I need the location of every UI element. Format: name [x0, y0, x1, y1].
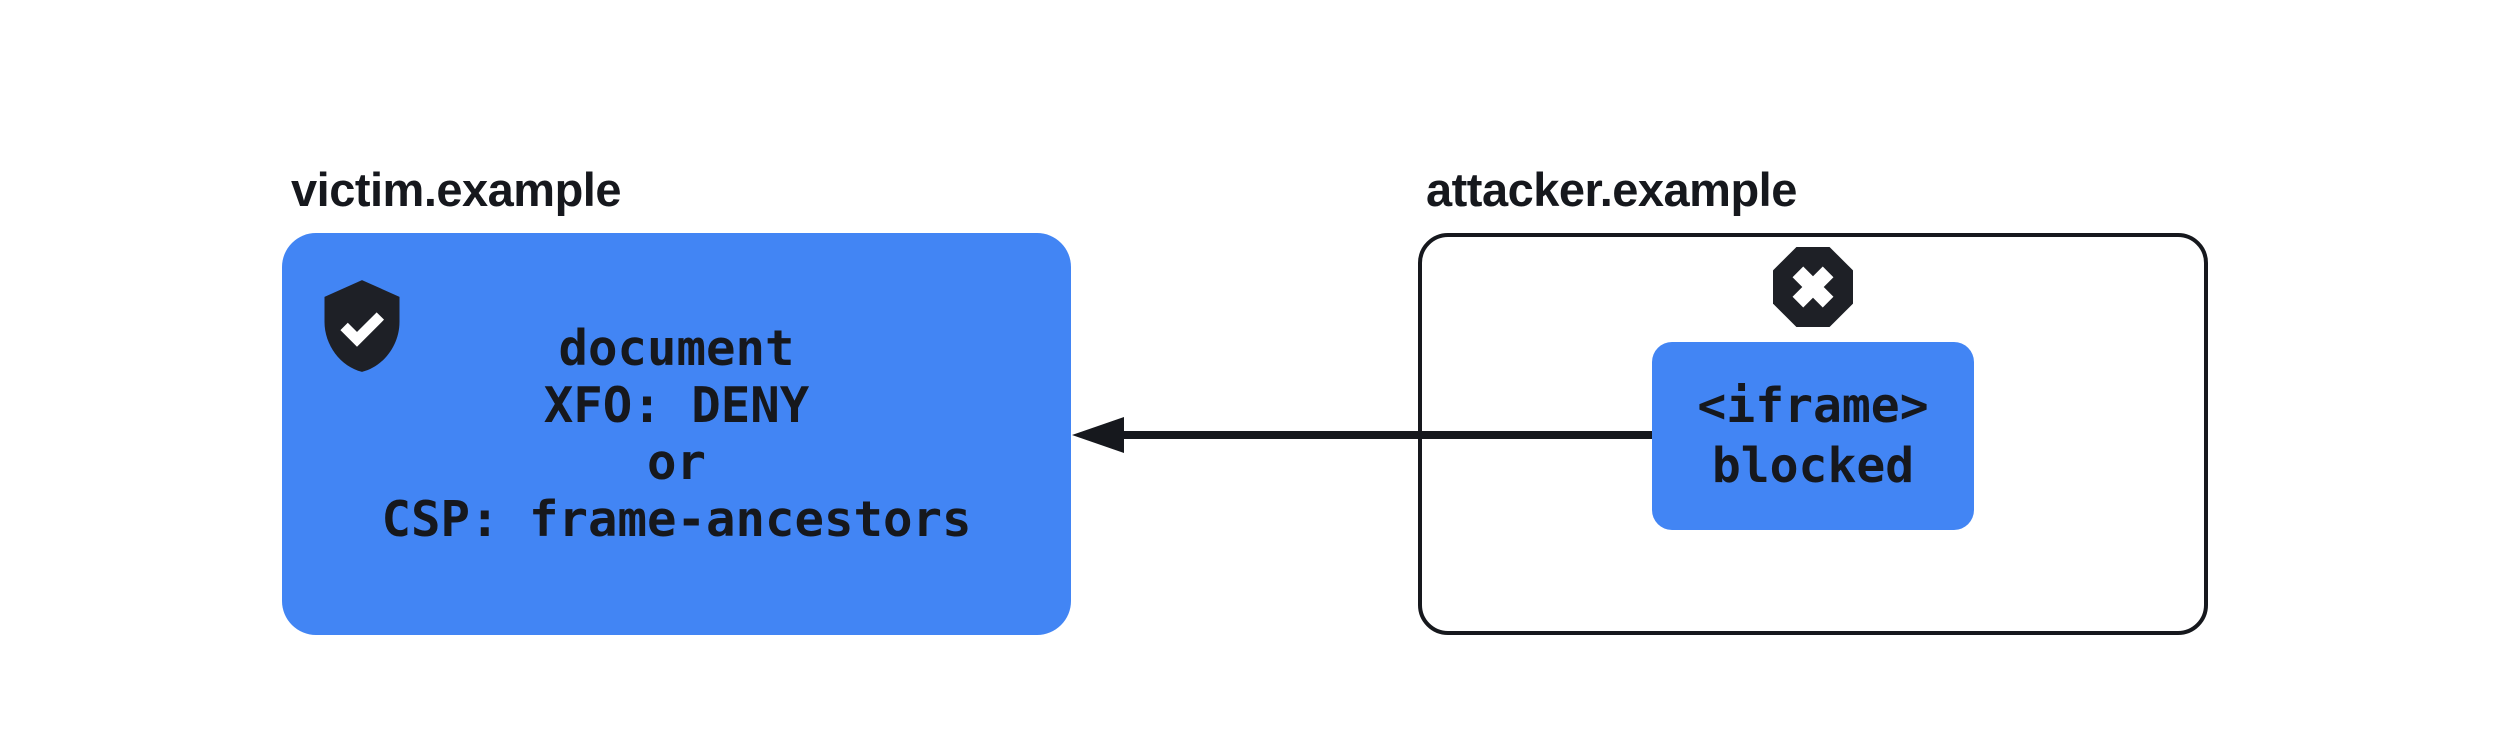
- iframe-text-line: <iframe>: [1697, 378, 1929, 434]
- victim-text-line: document: [558, 320, 795, 377]
- iframe-text-line: blocked: [1711, 438, 1915, 494]
- arrow-attacker-to-victim-line: [1115, 431, 1652, 439]
- blocked-x-icon: [1773, 247, 1853, 327]
- victim-domain-label: victim.example: [291, 163, 622, 216]
- shield-check-icon: [324, 280, 400, 372]
- arrow-head-icon: [1072, 417, 1124, 453]
- victim-text-line: or: [646, 434, 706, 491]
- victim-text-line: XFO: DENY: [543, 377, 810, 434]
- attacker-domain-label: attacker.example: [1426, 163, 1797, 216]
- iframe-blocked-box: <iframe> blocked: [1652, 342, 1974, 530]
- victim-document-box: document XFO: DENY or CSP: frame-ancesto…: [282, 233, 1071, 635]
- victim-text-line: CSP: frame-ancestors: [381, 491, 972, 548]
